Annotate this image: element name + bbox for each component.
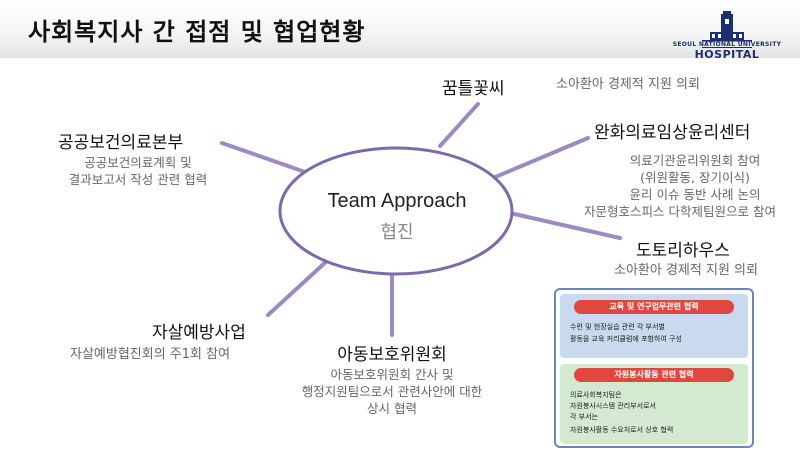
center-subtitle: 협진 bbox=[380, 222, 414, 243]
logo-text-hospital: HOSPITAL bbox=[694, 48, 760, 61]
node-title-child: 아동보호위원회 bbox=[337, 345, 447, 365]
spoke-dotori bbox=[508, 211, 622, 240]
spoke-kumteul bbox=[438, 102, 480, 148]
page-title: 사회복지사 간 접점 및 협업현황 bbox=[28, 18, 366, 46]
node-desc-public-health-2: 결과보고서 작성 관련 협력 bbox=[68, 172, 208, 187]
panel-line-volunteer-2: 자원봉사시스템 관리부서로서 bbox=[570, 402, 656, 410]
center-title: Team Approach bbox=[327, 190, 467, 212]
node-title-dotori: 도토리하우스 bbox=[636, 241, 730, 261]
node-desc-palliative-1: 의료기관윤리위원회 참여 bbox=[629, 153, 761, 168]
panel-line-volunteer-3: 각 부서는 bbox=[570, 413, 598, 421]
node-desc-kumteul: 소아환아 경제적 지원 의뢰 bbox=[556, 77, 700, 92]
node-desc-child-1: 아동보호위원회 간사 및 bbox=[330, 367, 454, 382]
spoke-palliative bbox=[491, 136, 590, 180]
panel-badge-education: 교육 및 연구업무관련 협력 bbox=[574, 300, 734, 314]
panel-badge-volunteer: 자원봉사활동 관련 협력 bbox=[574, 368, 734, 382]
panel-line-volunteer-1: 의료사회복지팀은 bbox=[570, 391, 622, 399]
node-desc-suicide: 자살예방협진회의 주1회 참여 bbox=[70, 347, 231, 362]
node-title-public-health: 공공보건의료본부 bbox=[58, 133, 184, 153]
node-desc-child-3: 상시 협력 bbox=[367, 401, 417, 416]
node-title-suicide: 자살예방사업 bbox=[152, 323, 246, 343]
spoke-public-health bbox=[220, 141, 307, 174]
spoke-suicide bbox=[266, 258, 330, 317]
panel-section-education: 교육 및 연구업무관련 협력 수련 및 현장실습 관련 각 부서별 활동을 교육… bbox=[560, 294, 748, 358]
node-desc-palliative-2: (위원활동, 장기이식) bbox=[640, 170, 750, 185]
node-desc-dotori: 소아환아 경제적 지원 의뢰 bbox=[614, 263, 758, 278]
node-desc-child-2: 행정지원팀으로서 관련사안에 대한 bbox=[301, 384, 483, 399]
node-desc-palliative-4: 자문형호스피스 다학제팀원으로 참여 bbox=[584, 204, 776, 219]
node-desc-palliative-3: 윤리 이슈 동반 사례 논의 bbox=[629, 187, 761, 202]
panel-section-volunteer: 자원봉사활동 관련 협력 의료사회복지팀은 자원봉사시스템 관리부서로서 각 부… bbox=[560, 364, 748, 444]
node-desc-public-health-1: 공공보건의료계획 및 bbox=[84, 155, 192, 170]
header-band bbox=[0, 0, 800, 58]
logo-text-university: SEOUL NATIONAL UNIVERSITY bbox=[672, 41, 782, 48]
panel-line-education-1: 수련 및 현장실습 관련 각 부서별 bbox=[570, 323, 665, 331]
node-title-palliative: 완화의료임상윤리센터 bbox=[594, 123, 751, 143]
hospital-logo-icon bbox=[702, 11, 752, 48]
panel-line-education-2: 활동을 교육 커리큘럼에 포함하여 구성 bbox=[570, 335, 682, 343]
collaboration-panel: 교육 및 연구업무관련 협력 수련 및 현장실습 관련 각 부서별 활동을 교육… bbox=[554, 288, 754, 448]
node-title-kumteul: 꿈틀꽃씨 bbox=[442, 79, 505, 99]
panel-line-volunteer-4: 자원봉사활동 수요처로서 상호 협력 bbox=[570, 426, 674, 434]
center-ellipse bbox=[278, 146, 514, 276]
